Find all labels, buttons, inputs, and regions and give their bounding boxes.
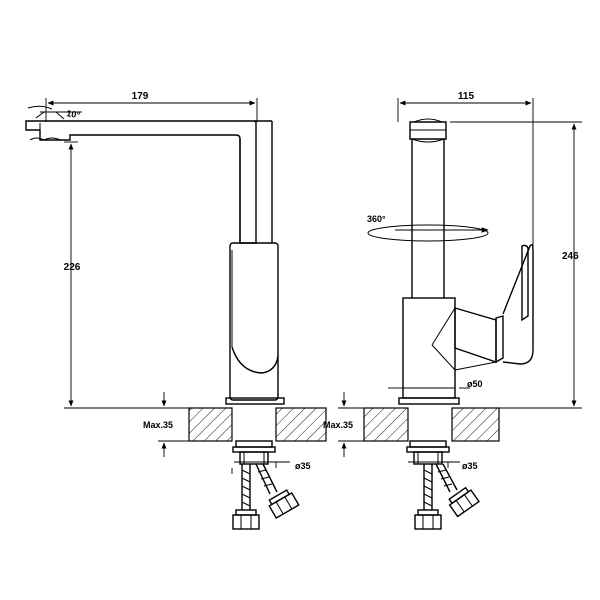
side-hole-dimension: ø35 bbox=[408, 461, 478, 471]
front-angle-dimension: 10° bbox=[27, 105, 82, 120]
front-hose-left bbox=[232, 464, 260, 530]
front-hose-right bbox=[255, 463, 300, 519]
side-countertop bbox=[363, 407, 500, 442]
side-thickness-dimension: Max.35 bbox=[323, 392, 364, 457]
side-rotation-label: 360° bbox=[367, 214, 386, 224]
front-height-label: 226 bbox=[64, 262, 81, 273]
front-reach-label: 179 bbox=[132, 91, 149, 102]
front-reach-dimension: 179 bbox=[45, 91, 258, 122]
side-hose-left bbox=[414, 464, 442, 530]
side-spout bbox=[409, 118, 447, 298]
side-hose-right bbox=[435, 463, 480, 518]
front-countertop bbox=[188, 407, 327, 442]
side-hole-label: ø35 bbox=[462, 461, 478, 471]
side-rotation-indicator: 360° bbox=[367, 214, 489, 242]
side-height-dimension: 246 bbox=[450, 121, 582, 409]
front-thickness-label: Max.35 bbox=[143, 420, 173, 430]
side-shank bbox=[406, 440, 450, 465]
side-height-label: 246 bbox=[562, 251, 579, 262]
front-height-dimension: 226 bbox=[64, 141, 226, 409]
side-depth-dimension: 115 bbox=[397, 91, 534, 250]
front-body bbox=[225, 242, 285, 405]
front-spout bbox=[25, 120, 273, 244]
front-hole-dimension: ø35 bbox=[231, 461, 311, 474]
front-thickness-dimension: Max.35 bbox=[143, 392, 189, 457]
side-thickness-label: Max.35 bbox=[323, 420, 353, 430]
side-base-dimension: ø50 bbox=[388, 379, 483, 389]
front-view: 179 10° 226 bbox=[25, 91, 327, 530]
front-angle-label: 10° bbox=[66, 108, 82, 120]
side-view: 115 360° bbox=[323, 91, 582, 530]
front-shank bbox=[232, 440, 276, 465]
front-hole-label: ø35 bbox=[295, 461, 311, 471]
side-depth-label: 115 bbox=[458, 91, 475, 102]
side-base-label: ø50 bbox=[467, 379, 483, 389]
side-lever-handle bbox=[495, 243, 534, 365]
